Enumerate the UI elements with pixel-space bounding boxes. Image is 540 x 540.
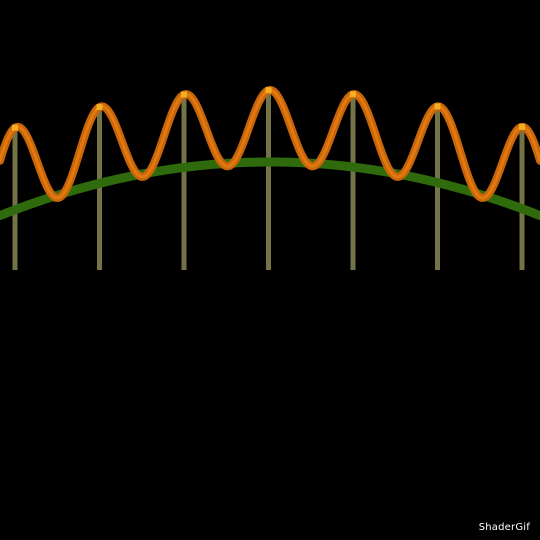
post-5 bbox=[350, 94, 356, 270]
post-3 bbox=[181, 94, 187, 270]
marker-1 bbox=[12, 124, 18, 131]
post-6 bbox=[435, 106, 440, 271]
marker-2 bbox=[96, 104, 103, 110]
carrier-wave-curve bbox=[0, 157, 540, 221]
vertical-posts bbox=[12, 90, 525, 271]
post-2 bbox=[97, 107, 102, 270]
marker-5 bbox=[350, 91, 356, 98]
post-7 bbox=[519, 126, 525, 271]
marker-6 bbox=[434, 103, 441, 110]
sample-markers bbox=[12, 87, 525, 131]
watermark-text: ShaderGif bbox=[478, 522, 530, 533]
marker-7 bbox=[519, 123, 525, 130]
post-4 bbox=[266, 90, 271, 270]
marker-3 bbox=[181, 91, 187, 98]
marker-4 bbox=[265, 87, 272, 94]
post-1 bbox=[12, 127, 18, 270]
